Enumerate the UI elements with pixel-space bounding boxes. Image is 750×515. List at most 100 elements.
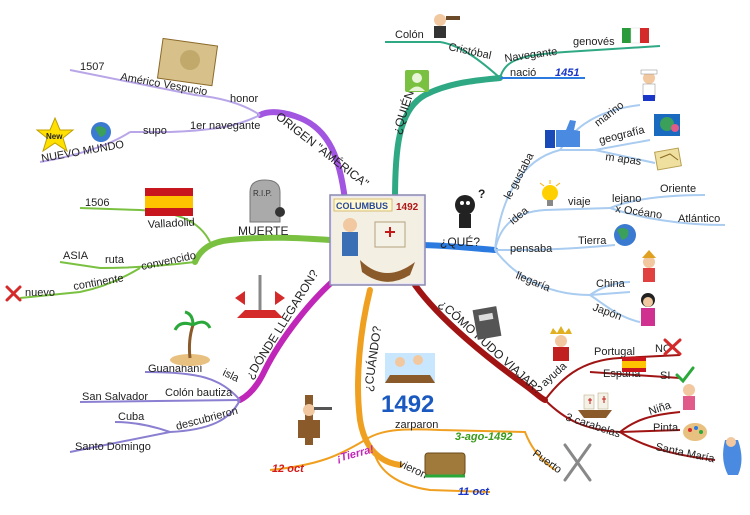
text-isla: isla — [221, 367, 242, 385]
sub-branch-navegante — [499, 45, 661, 79]
text-year-big: 1492 — [381, 391, 434, 418]
text-muerte-year: 1506 — [85, 197, 109, 209]
text-date-12: 12 oct — [272, 463, 305, 475]
sub-branch-pensaba — [494, 244, 616, 251]
text-supo: supo — [143, 125, 167, 137]
text-valladolid: Valladolid — [148, 217, 195, 231]
text-marino: marino — [592, 99, 626, 129]
palette-icon — [683, 423, 707, 441]
text-cuba: Cuba — [118, 411, 145, 423]
text-date-11: 11 oct — [458, 486, 490, 498]
spain-flag-small-icon — [622, 357, 646, 372]
sub-branch-ayuda — [544, 354, 681, 401]
sub-branch-cuba — [114, 421, 171, 433]
lookout-sailor-icon — [298, 395, 332, 445]
branch-cuando — [355, 287, 403, 468]
sub-branch-colon — [385, 41, 501, 79]
caravel-ships-icon — [578, 392, 612, 418]
text-convencido: convencido — [140, 250, 197, 273]
text-vieron: vieron — [397, 458, 429, 482]
text-china: China — [596, 278, 626, 290]
sub-branch-japon — [589, 294, 641, 323]
sub-branch-atlantico — [609, 207, 726, 226]
sub-branch-zarparon — [364, 428, 556, 471]
text-primer-navegante: 1er navegante — [190, 120, 260, 132]
text-idea: idea — [507, 204, 531, 227]
lightbulb-icon — [539, 180, 561, 206]
sailor-icon — [640, 69, 658, 101]
label-que[interactable]: ¿QUÉ? — [440, 234, 480, 249]
sub-branch-continente — [19, 267, 141, 299]
text-tierra: Tierra — [578, 235, 607, 247]
tombstone-icon: R.I.P. — [249, 179, 285, 223]
sub-branch-china — [589, 281, 631, 296]
palm-island-icon — [170, 310, 212, 366]
sub-branch-pinta — [619, 429, 681, 433]
check-mark-icon — [675, 366, 695, 384]
small-globe-icon — [91, 122, 111, 142]
text-llegaria: llegaría — [514, 270, 553, 295]
text-oriente: Oriente — [660, 183, 696, 195]
text-genoves: genovés — [573, 36, 615, 48]
sub-branch-santa-maria — [619, 431, 716, 461]
text-portugal: Portugal — [594, 346, 635, 358]
branch-origen — [257, 109, 348, 203]
branch-quien — [392, 75, 503, 203]
question-figure-icon: ? — [455, 187, 485, 228]
king-icon — [550, 326, 572, 361]
label-muerte[interactable]: MUERTE — [238, 224, 288, 238]
new-badge-text: New — [46, 132, 63, 141]
sub-branch-bautiza — [79, 399, 241, 403]
navigator-telescope-icon — [434, 14, 460, 38]
map-icon — [654, 147, 682, 171]
text-asia: ASIA — [63, 250, 89, 262]
italy-flag-icon — [622, 27, 649, 44]
cross-mark-red-icon — [5, 285, 22, 302]
text-viaje: viaje — [568, 196, 591, 208]
text-puerto: Puerto — [530, 448, 563, 476]
sub-branch-isla — [144, 371, 241, 401]
text-zarparon: zarparon — [395, 419, 438, 431]
sub-branch-vieron — [374, 454, 491, 493]
center-year: 1492 — [396, 202, 419, 213]
text-nacio: nació — [510, 67, 536, 79]
text-atlantico: Atlántico — [678, 213, 720, 225]
text-pensaba: pensaba — [510, 243, 553, 255]
new-star-badge: New — [35, 116, 75, 153]
question-mark-decoration: ? — [478, 187, 485, 201]
text-santo-domingo: Santo Domingo — [75, 441, 151, 453]
text-santa-maria: Santa María — [654, 441, 716, 465]
text-japon: Japón — [591, 302, 623, 324]
text-le-gustaba: le gustaba — [502, 150, 537, 201]
label-origen[interactable]: ORIGEN "AMÉRICA" — [273, 109, 372, 191]
child-icon — [683, 384, 695, 410]
text-continente: continente — [72, 272, 124, 293]
text-lejano: lejano — [612, 193, 641, 205]
sub-branch-oriente — [609, 194, 706, 209]
sub-branch-gustaba — [494, 149, 595, 251]
globe-icon — [614, 224, 636, 246]
sub-branch-tierra — [269, 439, 366, 471]
sub-branch-idea — [494, 207, 611, 251]
center-image[interactable]: COLUMBUS 1492 — [329, 194, 426, 286]
text-mapas: m apas — [605, 151, 643, 168]
sub-branch-descubrieron — [69, 399, 241, 453]
cross-mark-icon — [663, 338, 682, 356]
text-honor: honor — [230, 93, 258, 105]
chinese-child-icon — [642, 250, 656, 282]
branch-donde — [237, 272, 343, 403]
text-colon-bautiza: Colón bautiza — [165, 387, 233, 399]
text-san-salvador: San Salvador — [82, 391, 148, 403]
text-cristobal: Cristóbal — [447, 41, 492, 62]
how-to-book-icon — [472, 306, 502, 340]
center-title: COLUMBUS — [336, 201, 388, 211]
spain-flag-icon — [145, 188, 193, 216]
label-donde[interactable]: ¿DÓNDE LLEGARON? — [242, 266, 322, 381]
text-depart-date: 3-ago-1492 — [455, 431, 512, 443]
virgin-mary-icon — [723, 437, 742, 475]
sub-branch-convencido — [59, 261, 196, 270]
text-pinta: Pinta — [653, 422, 679, 434]
text-birth-year: 1451 — [555, 67, 579, 79]
antique-map-icon — [156, 37, 219, 87]
